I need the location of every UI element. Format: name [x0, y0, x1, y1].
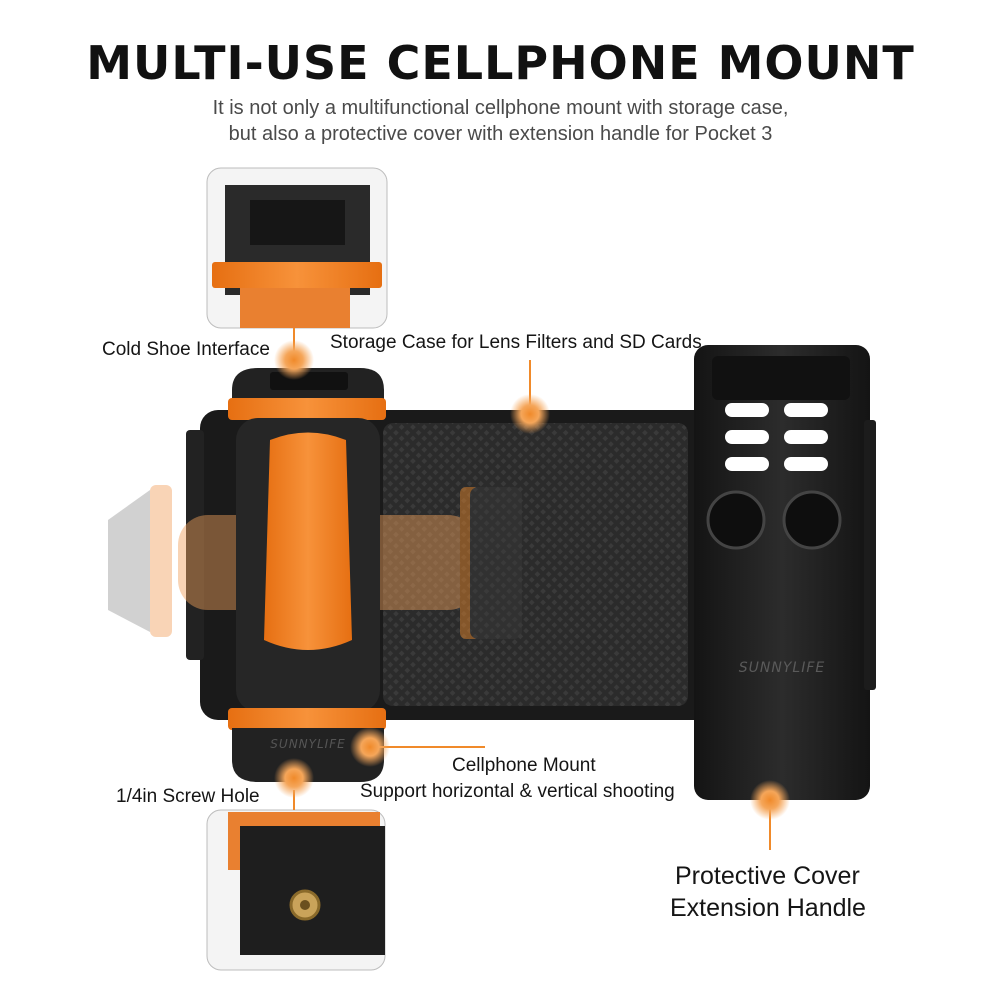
subtitle-line-2: but also a protective cover with extensi… — [228, 123, 773, 145]
phone-clamp — [228, 368, 386, 782]
brand-logo-handle: SUNNYLIFE — [739, 660, 825, 676]
marker-cold-shoe — [274, 340, 314, 380]
marker-cellphone-mount — [350, 727, 390, 767]
inset-screw-hole — [206, 809, 386, 971]
callout-extension-handle: Extension Handle — [670, 894, 866, 922]
brand-logo-clamp: SUNNYLIFE — [270, 737, 345, 751]
inset-cold-shoe — [206, 167, 388, 329]
callout-cellphone-mount-detail: Support horizontal & vertical shooting — [360, 781, 675, 802]
marker-storage-case — [510, 394, 550, 434]
callout-cold-shoe-interface: Cold Shoe Interface — [102, 339, 270, 360]
protective-cover-handle — [694, 345, 876, 800]
callout-storage-case: Storage Case for Lens Filters and SD Car… — [330, 332, 702, 353]
callout-screw-hole: 1/4in Screw Hole — [116, 786, 260, 807]
callout-protective-cover: Protective Cover — [675, 862, 860, 890]
marker-protective-cover — [750, 780, 790, 820]
page-title: MULTI-USE CELLPHONE MOUNT — [86, 36, 915, 90]
callout-cellphone-mount: Cellphone Mount — [452, 755, 596, 776]
subtitle-line-1: It is not only a multifunctional cellpho… — [212, 97, 789, 119]
marker-screw-hole — [274, 758, 314, 798]
